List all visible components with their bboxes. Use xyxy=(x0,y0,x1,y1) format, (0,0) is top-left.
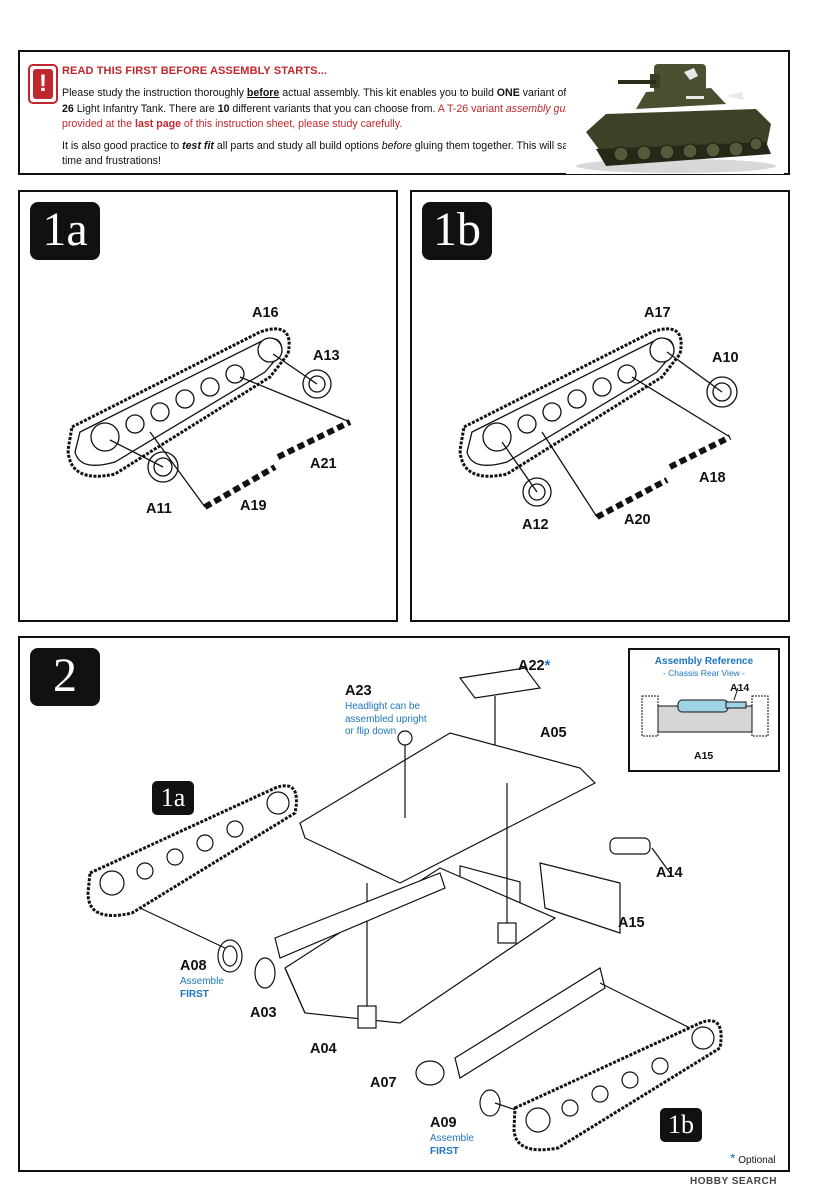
tank-photo xyxy=(566,54,784,174)
part-label-a17: A17 xyxy=(644,305,671,321)
part-label-a07: A07 xyxy=(370,1075,397,1091)
reference-title: Assembly Reference xyxy=(654,656,754,667)
hobby-search-watermark: HOBBY SEARCH xyxy=(690,1176,777,1187)
a08-assemble-first-note: Assemble FIRST xyxy=(180,976,224,1000)
reference-label-a14: A14 xyxy=(730,682,750,694)
part-label-a11: A11 xyxy=(146,501,172,517)
a23-headlight-note: Headlight can be assembled upright or fl… xyxy=(345,701,427,737)
part-label-a16: A16 xyxy=(252,305,279,321)
part-label-a22: A22* xyxy=(518,658,551,674)
reference-subtitle: - Chassis Rear View - xyxy=(662,668,746,678)
part-label-a03: A03 xyxy=(250,1005,277,1021)
part-label-a08: A08 xyxy=(180,958,207,974)
warning-paragraph-2: It is also good practice to test fit all… xyxy=(62,139,600,168)
optional-legend: * Optional xyxy=(730,1150,776,1166)
chassis-rear-view-drawing xyxy=(641,687,769,737)
reference-label-a15: A15 xyxy=(694,750,714,762)
track-assembly-1b-drawing xyxy=(458,327,738,520)
part-label-a23: A23 xyxy=(345,683,372,699)
step-2-label: 2 xyxy=(30,648,100,706)
step-2-panel: 2 1a 1b xyxy=(18,636,790,1172)
part-label-a14: A14 xyxy=(656,865,683,881)
part-label-a15: A15 xyxy=(618,915,645,931)
chassis-assembly-drawing xyxy=(86,667,723,1152)
track-assembly-1a-drawing xyxy=(66,327,352,510)
part-label-a05: A05 xyxy=(540,725,567,741)
exclamation-icon: ! xyxy=(28,64,58,104)
step-1a-panel: 1a A16 A13 A21 A11 A19 xyxy=(18,190,398,622)
part-label-a19: A19 xyxy=(240,498,267,514)
warning-box: ! READ THIS FIRST BEFORE ASSEMBLY STARTS… xyxy=(18,50,790,175)
part-label-a13: A13 xyxy=(313,348,340,364)
step-1b-label: 1b xyxy=(422,202,492,260)
warning-text: Please study the instruction thoroughly … xyxy=(62,86,607,176)
step-2-sub-label-1a: 1a xyxy=(152,781,194,815)
part-label-a20: A20 xyxy=(624,512,651,528)
a09-assemble-first-note: Assemble FIRST xyxy=(430,1133,474,1157)
part-label-a04: A04 xyxy=(310,1041,337,1057)
part-label-a10: A10 xyxy=(712,350,739,366)
warning-title: READ THIS FIRST BEFORE ASSEMBLY STARTS..… xyxy=(62,65,328,77)
part-label-a09: A09 xyxy=(430,1115,457,1131)
part-label-a18: A18 xyxy=(699,470,726,486)
step-1a-label: 1a xyxy=(30,202,100,260)
step-2-sub-label-1b: 1b xyxy=(660,1108,702,1142)
step-1b-panel: 1b A17 A10 A18 A12 A20 xyxy=(410,190,790,622)
assembly-reference-inset: Assembly Reference - Chassis Rear View -… xyxy=(628,648,780,772)
part-label-a21: A21 xyxy=(310,456,337,472)
warning-paragraph-1: Please study the instruction thoroughly … xyxy=(62,87,596,130)
part-label-a12: A12 xyxy=(522,517,549,533)
